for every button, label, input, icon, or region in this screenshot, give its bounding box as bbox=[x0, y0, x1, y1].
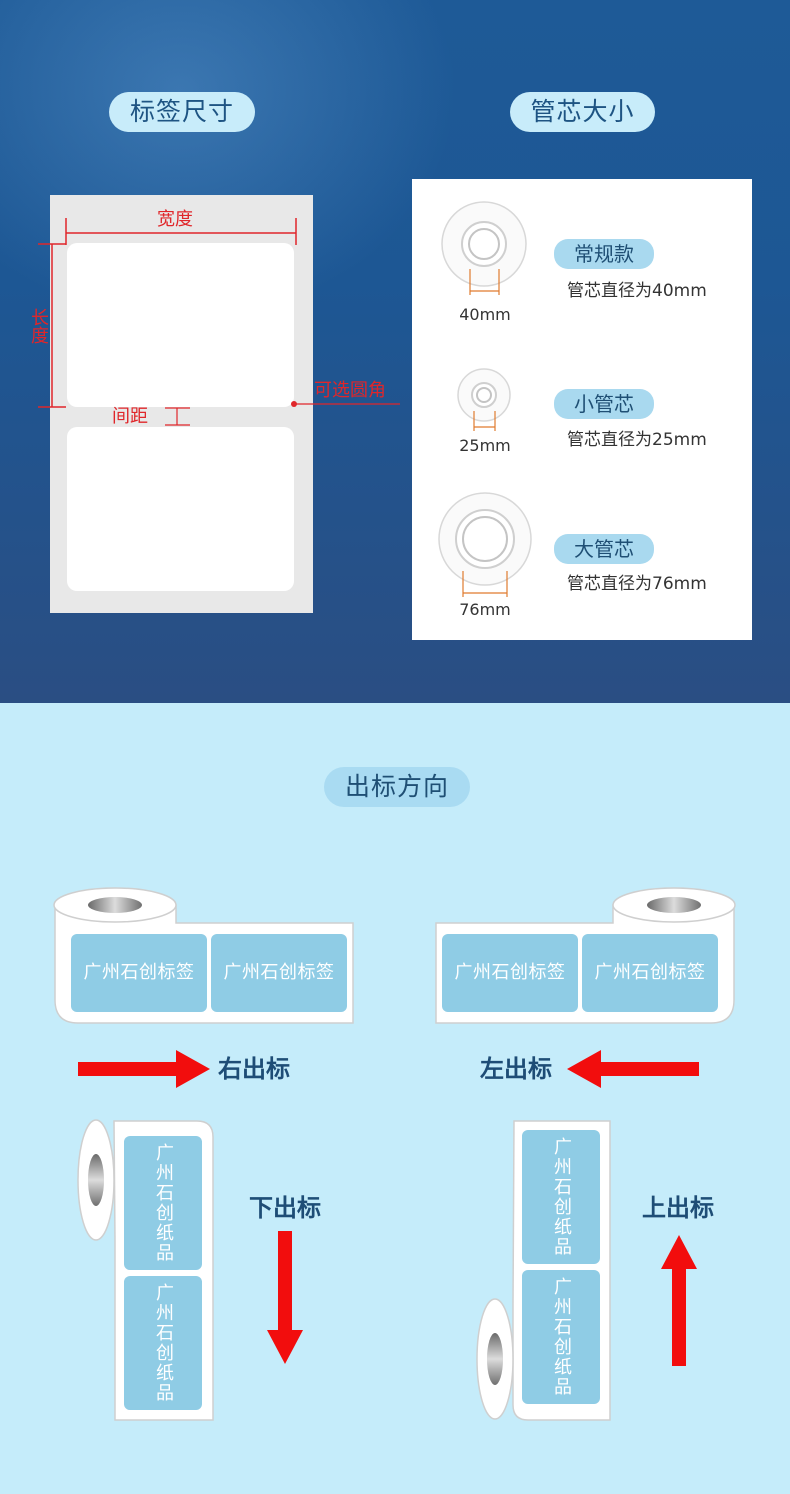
core-regular-desc: 管芯直径为40mm bbox=[567, 281, 707, 301]
core-small-tag: 小管芯 bbox=[554, 389, 654, 419]
roll-down-label-1: 广州石创纸品 bbox=[124, 1136, 202, 1270]
roll-right-label-2: 广州石创标签 bbox=[211, 934, 347, 1012]
direction-up-label: 上出标 bbox=[642, 1194, 714, 1222]
arrow-up-icon bbox=[661, 1235, 697, 1366]
roll-down-label-1-text: 广州石创纸品 bbox=[153, 1143, 174, 1263]
roll-left-label-1: 广州石创标签 bbox=[442, 934, 578, 1012]
length-label: 长度 bbox=[28, 308, 49, 344]
core-small-icon bbox=[457, 368, 511, 431]
label-sheet bbox=[50, 195, 313, 613]
label-size-title: 标签尺寸 bbox=[109, 92, 255, 132]
label-card-top bbox=[67, 243, 294, 407]
roll-left-label-2: 广州石创标签 bbox=[582, 934, 718, 1012]
core-small-desc: 管芯直径为25mm bbox=[567, 430, 707, 450]
core-large-icon bbox=[438, 492, 532, 597]
core-large-desc: 管芯直径为76mm bbox=[567, 574, 707, 594]
arrow-down-icon bbox=[267, 1231, 303, 1364]
core-small-size: 25mm bbox=[459, 436, 511, 455]
core-size-panel: 40mm 常规款 管芯直径为40mm 25mm 小管芯 管芯直径为25mm 76… bbox=[412, 179, 752, 640]
top-section: 标签尺寸 管芯大小 宽度 长度 间距 可选圆角 bbox=[0, 0, 790, 703]
dimension-lines bbox=[38, 218, 400, 426]
roll-up-label-1: 广州石创纸品 bbox=[522, 1130, 600, 1264]
core-large-tag: 大管芯 bbox=[554, 534, 654, 564]
core-large-size: 76mm bbox=[459, 600, 511, 619]
roll-up-label-1-text: 广州石创纸品 bbox=[551, 1137, 572, 1257]
direction-right-label: 右出标 bbox=[218, 1055, 290, 1083]
output-direction-title: 出标方向 bbox=[324, 767, 470, 807]
core-size-title: 管芯大小 bbox=[510, 92, 655, 132]
roll-up-label-2: 广州石创纸品 bbox=[522, 1270, 600, 1404]
arrow-left-icon bbox=[567, 1050, 699, 1088]
roll-right-label-1: 广州石创标签 bbox=[71, 934, 207, 1012]
core-regular-tag: 常规款 bbox=[554, 239, 654, 269]
corner-label: 可选圆角 bbox=[314, 380, 386, 401]
arrow-right-icon bbox=[78, 1050, 210, 1088]
direction-left-label: 左出标 bbox=[480, 1055, 552, 1083]
roll-down-label-2-text: 广州石创纸品 bbox=[153, 1283, 174, 1403]
direction-down-label: 下出标 bbox=[249, 1194, 321, 1222]
roll-down-label-2: 广州石创纸品 bbox=[124, 1276, 202, 1410]
gap-label: 间距 bbox=[112, 406, 148, 427]
core-regular-size: 40mm bbox=[459, 305, 511, 324]
width-label: 宽度 bbox=[157, 209, 193, 230]
bottom-section: 出标方向 广州石创标签 广州石创标签 广州石创标签 广州石创标签 右出标 左出标 bbox=[0, 703, 790, 1494]
core-regular-icon bbox=[441, 201, 527, 295]
label-card-bottom bbox=[67, 427, 294, 591]
roll-up-label-2-text: 广州石创纸品 bbox=[551, 1277, 572, 1397]
